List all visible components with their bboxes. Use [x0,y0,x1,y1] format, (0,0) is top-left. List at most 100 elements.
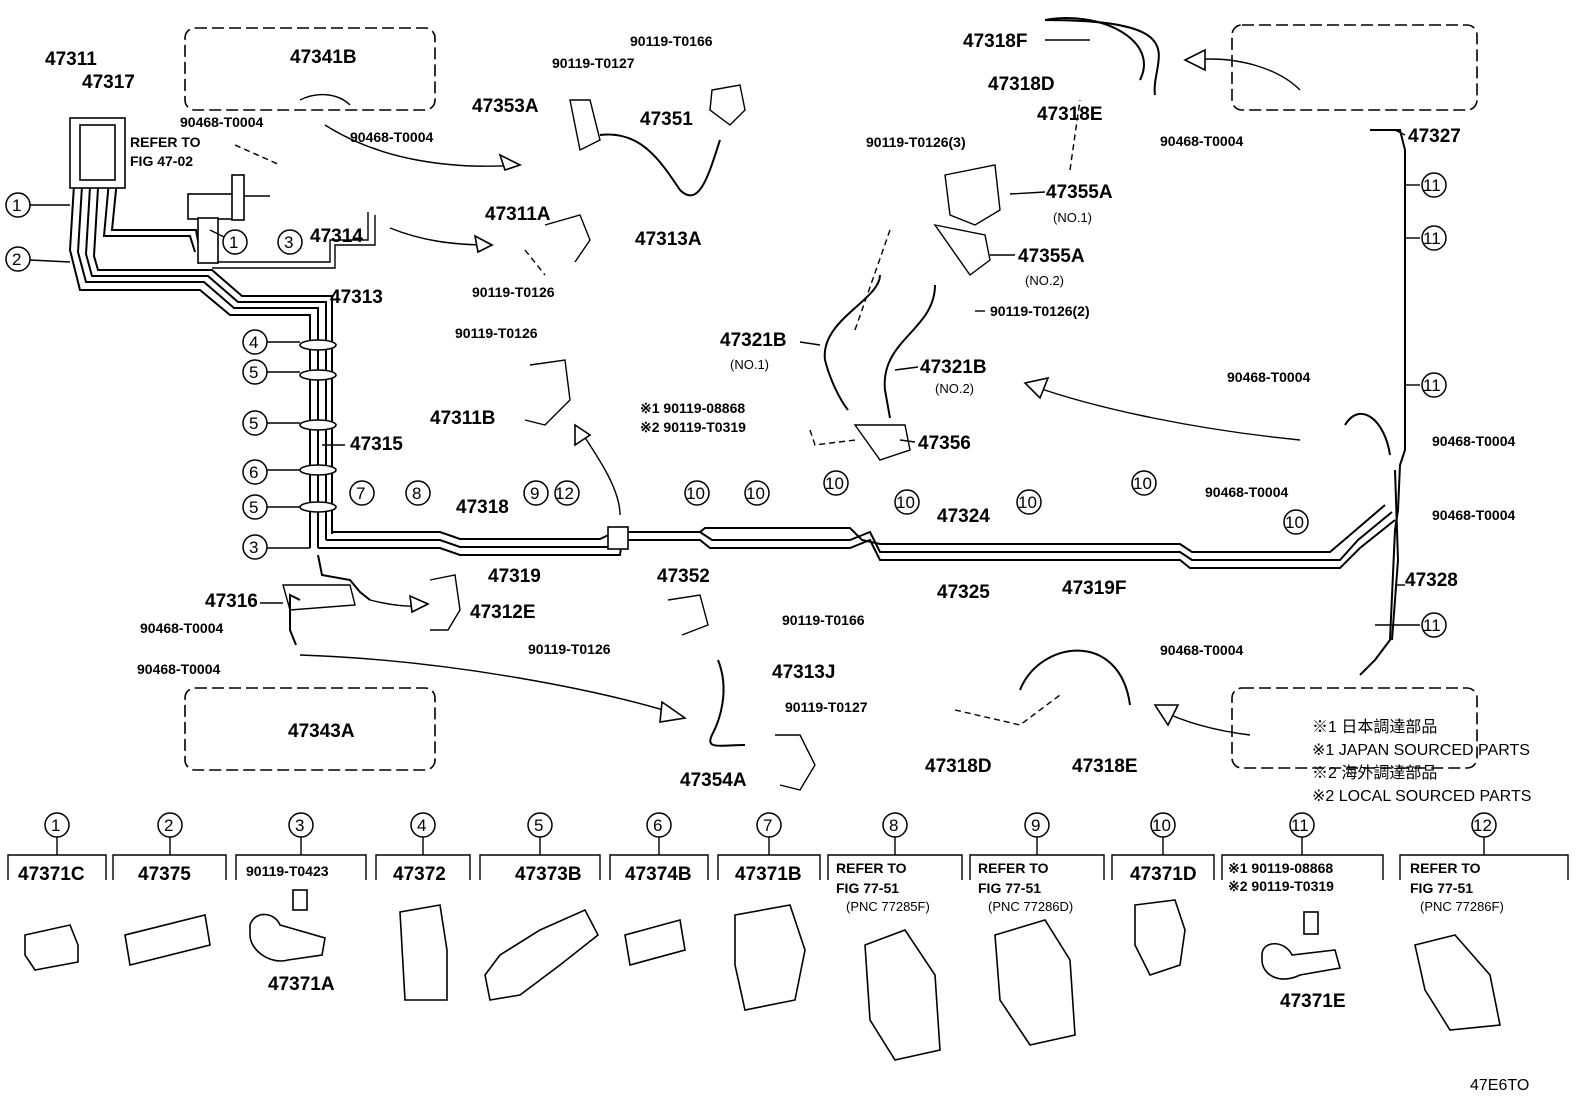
label-47355A-1: 47355A [1046,182,1113,203]
label-90119-T0319: ※2 90119-T0319 [640,419,746,435]
legend-47371C: 47371C [18,864,85,885]
svg-text:7: 7 [356,484,365,503]
legend-9-refer: REFER TO [978,860,1049,876]
label-47311B: 47311B [430,408,496,429]
label-47318D-a: 47318D [988,74,1055,95]
svg-text:3: 3 [295,816,304,835]
legend-12-fig: FIG 77-51 [1410,880,1473,896]
svg-text:1: 1 [12,196,21,215]
label-47353A: 47353A [472,96,539,117]
svg-text:9: 9 [1031,816,1040,835]
label-90119-T0166-a: 90119-T0166 [630,33,713,49]
inset-box-bottom-right [1231,687,1478,769]
legend-8-fig: FIG 77-51 [836,880,899,896]
svg-text:6: 6 [249,463,258,482]
svg-text:11: 11 [1423,376,1441,395]
note-local-jp: ※2 海外調達部品 [1312,764,1437,782]
svg-text:11: 11 [1423,176,1441,195]
label-90119-T0126-a: 90119-T0126 [472,284,555,300]
legend-8-refer: REFER TO [836,860,907,876]
label-90119-T0166-b: 90119-T0166 [782,612,865,628]
diagram-labels: 47311 47317 REFER TO FIG 47-02 47341B 90… [45,31,1516,791]
svg-text:2: 2 [164,816,173,835]
label-90119-T0127-b: 90119-T0127 [785,699,868,715]
legend-part-drawings [24,889,1501,1061]
svg-text:1: 1 [229,233,238,252]
legend-47372: 47372 [393,864,446,885]
label-47317: 47317 [82,72,135,93]
legend-47373B: 47373B [515,864,582,885]
inset-box-top-right [1231,24,1478,111]
label-90119-T0126-b: 90119-T0126 [455,325,538,341]
svg-text:4: 4 [417,816,426,835]
svg-text:10: 10 [1285,513,1304,532]
svg-text:4: 4 [249,333,258,352]
label-90119-T0127-a: 90119-T0127 [552,55,635,71]
label-no1-b: (NO.1) [730,357,769,372]
label-no2-b: (NO.2) [935,381,974,396]
label-47325: 47325 [937,582,990,603]
label-47321B-1: 47321B [720,330,787,351]
svg-text:7: 7 [763,816,772,835]
label-90468-f: 90468-T0004 [1227,369,1311,385]
label-90468-g: 90468-T0004 [1432,433,1516,449]
svg-text:10: 10 [746,484,765,503]
label-47324: 47324 [937,506,990,527]
svg-text:10: 10 [825,474,844,493]
label-47354A: 47354A [680,770,747,791]
label-47316: 47316 [205,591,258,612]
legend-47371B: 47371B [735,864,802,885]
note-local-en: ※2 LOCAL SOURCED PARTS [1312,788,1531,805]
diagram-callouts: 1 2 1 3 4 5 5 6 5 3 7 8 9 12 10 10 10 10… [5,172,1447,638]
svg-text:6: 6 [653,816,662,835]
label-90468-a: 90468-T0004 [180,114,264,130]
note-japan-en: ※1 JAPAN SOURCED PARTS [1312,742,1530,759]
label-fig-47-02: FIG 47-02 [130,153,193,169]
label-90468-h: 90468-T0004 [1205,484,1289,500]
svg-text:10: 10 [1152,816,1171,835]
label-47343A: 47343A [288,721,355,742]
label-no1-a: (NO.1) [1053,210,1092,225]
flow-arrows [299,48,1301,736]
svg-text:1: 1 [51,816,60,835]
label-47318E-b: 47318E [1072,756,1138,777]
label-47311A: 47311A [485,204,551,225]
svg-text:10: 10 [686,484,705,503]
svg-text:9: 9 [530,484,539,503]
label-90468-b: 90468-T0004 [350,129,434,145]
label-90468-d: 90468-T0004 [137,661,221,677]
label-47352: 47352 [657,566,710,587]
legend-90119-T0423: 90119-T0423 [246,863,329,879]
label-47318D-b: 47318D [925,756,992,777]
main-brake-lines [68,119,1406,676]
label-47318F: 47318F [963,31,1027,52]
label-90468-j: 90468-T0004 [1160,642,1244,658]
legend-9-fig: FIG 77-51 [978,880,1041,896]
svg-text:10: 10 [896,493,915,512]
hoses-and-brackets [282,17,1391,791]
master-cylinder [69,117,270,264]
legend-47371D: 47371D [1130,864,1197,885]
legend-12-refer: REFER TO [1410,860,1481,876]
label-47355A-2: 47355A [1018,246,1085,267]
inset-box-47341B [184,27,436,111]
svg-text:11: 11 [1291,816,1309,835]
source-notes: ※1 日本調達部品 ※1 JAPAN SOURCED PARTS ※2 海外調達… [1312,718,1531,805]
legend-12-pnc: (PNC 77286F) [1420,899,1504,914]
dashed-leaders [234,99,1081,726]
label-47312E: 47312E [470,602,536,623]
label-47328: 47328 [1405,570,1458,591]
label-47319: 47319 [488,566,541,587]
label-47319F: 47319F [1062,578,1126,599]
label-47318: 47318 [456,497,509,518]
svg-text:5: 5 [534,816,543,835]
figure-code: 47E6TO [1470,1077,1529,1094]
legend-47375: 47375 [138,864,191,885]
svg-text:11: 11 [1423,229,1441,248]
svg-text:5: 5 [249,414,258,433]
label-90119-T0126-e: 90119-T0126 [528,641,611,657]
svg-text:10: 10 [1018,493,1037,512]
legend-9-pnc: (PNC 77286D) [988,899,1073,914]
label-47315: 47315 [350,434,403,455]
